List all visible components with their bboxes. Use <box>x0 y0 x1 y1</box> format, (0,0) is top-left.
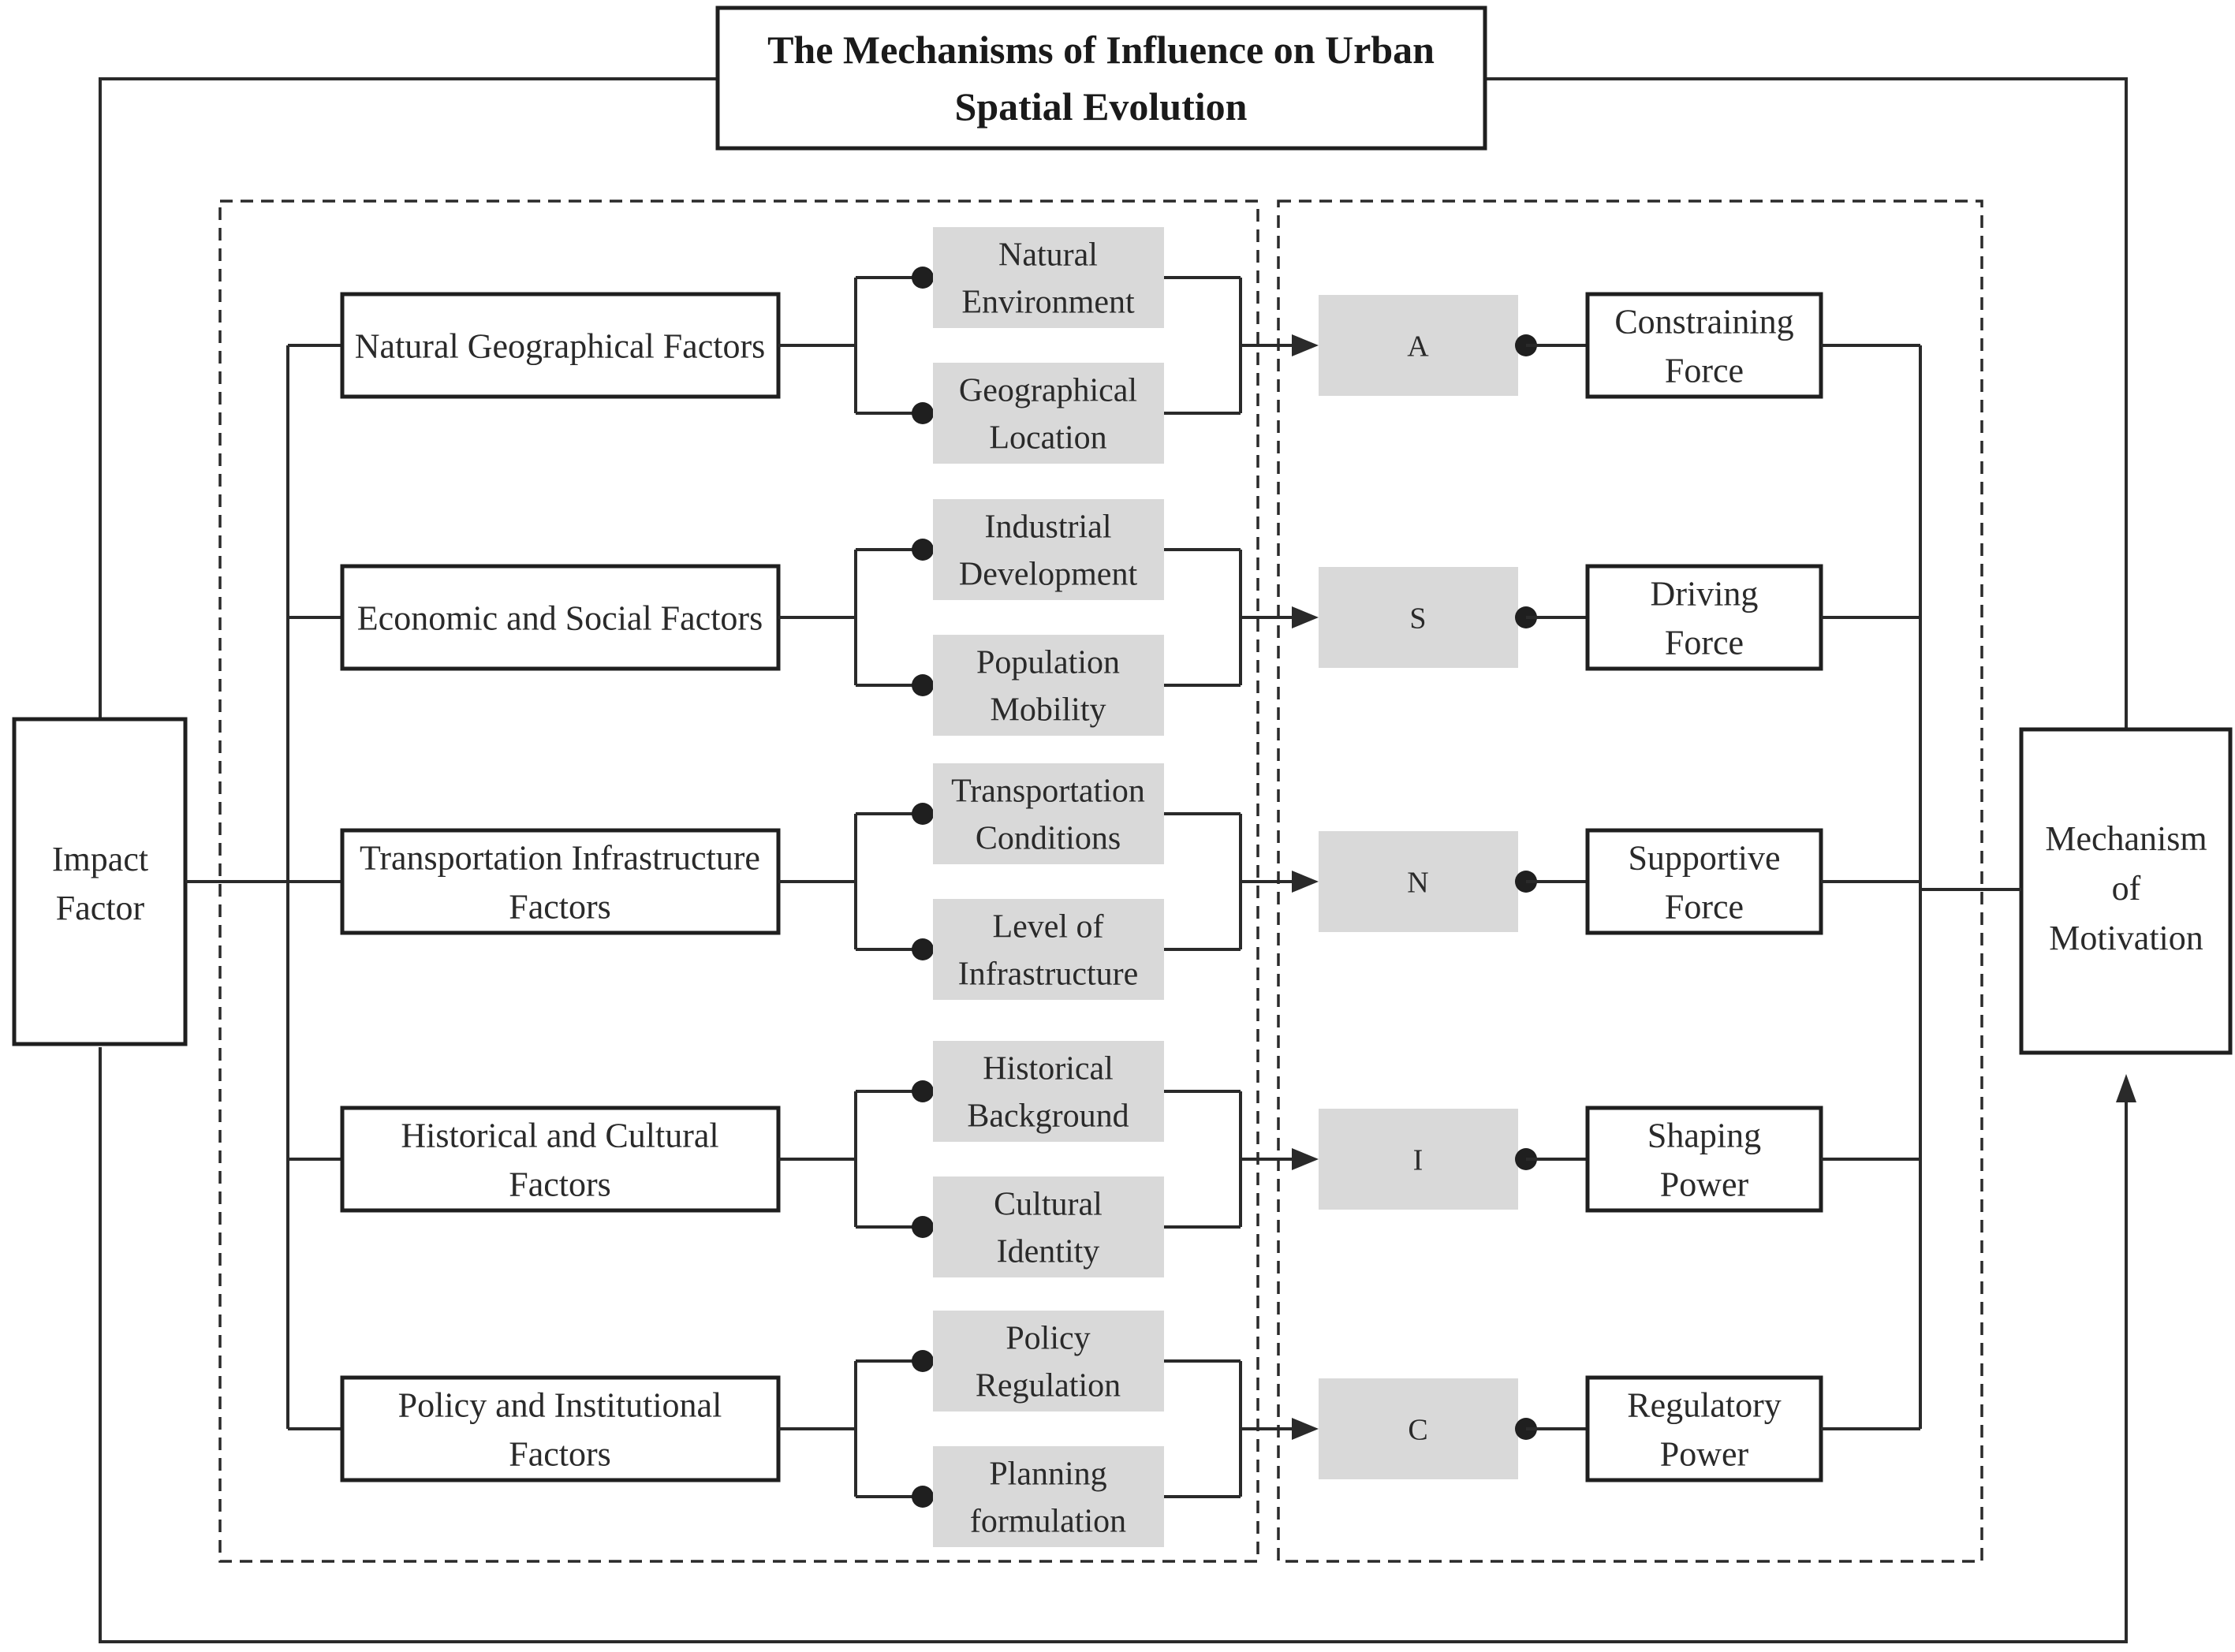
impact-factor-box <box>12 717 188 1046</box>
connector-dot-a <box>912 1350 934 1372</box>
force-label-line-2: Power <box>1660 1165 1749 1203</box>
sub-factor-b-label-line-2: Identity <box>997 1234 1100 1270</box>
factor-box <box>340 1375 781 1482</box>
property-arrowhead <box>1292 606 1319 628</box>
mechanism-of-motivation-box <box>2019 727 2233 1055</box>
sub-factor-a-label-line-2: Conditions <box>976 821 1121 857</box>
mechanism-label-3: Motivation <box>2049 919 2203 957</box>
factor-box <box>340 1106 781 1213</box>
connector-dot-a <box>912 539 934 561</box>
outer-loop-arrowhead <box>2116 1074 2136 1102</box>
sub-factor-box-b <box>933 635 1164 736</box>
impact-factor-label-2: Factor <box>56 889 145 927</box>
factor-box <box>340 828 781 935</box>
force-label-line-2: Force <box>1665 351 1744 390</box>
mechanism-label-1: Mechanism <box>2045 819 2207 858</box>
factor-label-line-1: Economic and Social Factors <box>357 599 763 637</box>
mechanism-label-2: of <box>2112 869 2141 908</box>
factor-label-line-1: Historical and Cultural <box>401 1116 718 1154</box>
sub-factor-a-label-line-2: Development <box>959 557 1138 593</box>
sub-factor-a-label-line-1: Industrial <box>985 509 1112 546</box>
property-box <box>1319 831 1518 932</box>
sub-factor-b-label-line-1: Population <box>976 645 1120 681</box>
property-arrowhead <box>1292 1418 1319 1440</box>
property-label-line-1: C <box>1408 1413 1427 1446</box>
sub-factor-box-a <box>933 1311 1164 1411</box>
sub-factor-box-b <box>933 899 1164 1000</box>
force-label-line-1: Shaping <box>1647 1116 1761 1154</box>
sub-factor-box-a <box>933 763 1164 864</box>
factor-label-line-2: Factors <box>509 1434 611 1473</box>
connector-dot-b <box>912 1216 934 1238</box>
connector-dot-a <box>912 803 934 825</box>
property-box <box>1319 567 1518 668</box>
force-box <box>1585 828 1823 935</box>
sub-factor-box-b <box>933 1446 1164 1547</box>
sub-factor-a-label-line-1: Historical <box>983 1051 1114 1087</box>
sub-factor-b-label-line-2: Infrastructure <box>958 957 1139 993</box>
property-arrowhead <box>1292 1148 1319 1170</box>
impact-factor-label-1: Impact <box>52 840 148 878</box>
sub-factor-box-b <box>933 1177 1164 1277</box>
force-box <box>1585 1375 1823 1482</box>
force-label-line-1: Supportive <box>1628 838 1780 877</box>
property-label-line-1: A <box>1407 330 1429 363</box>
connector-dot-a <box>912 1080 934 1102</box>
force-label-line-2: Force <box>1665 623 1744 662</box>
factor-label-line-1: Policy and Institutional <box>398 1385 722 1424</box>
force-label-line-2: Force <box>1665 887 1744 926</box>
sub-factor-a-label-line-1: Policy <box>1006 1321 1090 1357</box>
sub-factor-a-label-line-2: Background <box>967 1098 1129 1135</box>
sub-factor-a-label-line-1: Natural <box>998 237 1098 274</box>
sub-factor-box-a <box>933 227 1164 328</box>
sub-factor-b-label-line-2: Mobility <box>990 692 1106 729</box>
property-label-line-1: N <box>1407 866 1428 899</box>
factor-label-line-1: Natural Geographical Factors <box>355 326 765 365</box>
property-label-line-1: S <box>1409 602 1426 635</box>
property-box <box>1319 1378 1518 1479</box>
property-arrowhead <box>1292 871 1319 893</box>
sub-factor-box-a <box>933 499 1164 600</box>
force-box <box>1585 564 1823 671</box>
sub-factor-box-a <box>933 1041 1164 1142</box>
sub-factor-b-label-line-1: Level of <box>992 909 1103 945</box>
title-box <box>715 6 1487 151</box>
sub-factor-b-label-line-2: Location <box>989 420 1106 457</box>
sub-factor-a-label-line-2: Environment <box>961 285 1135 321</box>
sub-factor-a-label-line-1: Transportation <box>951 774 1145 810</box>
title-line-1: The Mechanisms of Influence on Urban <box>767 28 1435 72</box>
title-line-2: Spatial Evolution <box>955 84 1248 129</box>
force-label-line-2: Power <box>1660 1434 1749 1473</box>
sub-factor-a-label-line-2: Regulation <box>976 1368 1121 1404</box>
connector-dot-b <box>912 1486 934 1508</box>
sub-factor-b-label-line-1: Cultural <box>994 1187 1103 1223</box>
force-label-line-1: Regulatory <box>1627 1385 1782 1424</box>
property-label-line-1: I <box>1413 1143 1423 1177</box>
outer-loop-connector-top-right <box>1485 77 2128 729</box>
connector-dot-b <box>912 938 934 960</box>
factors-group-frame <box>218 200 1259 1563</box>
sub-factor-b-label-line-1: Geographical <box>959 373 1137 409</box>
force-label-line-1: Constraining <box>1614 302 1793 341</box>
sub-factor-b-label-line-1: Planning <box>989 1456 1106 1493</box>
connector-dot-a <box>912 267 934 289</box>
force-label-line-1: Driving <box>1651 574 1759 613</box>
property-box <box>1319 1109 1518 1210</box>
connector-dot-b <box>912 674 934 696</box>
factor-label-line-2: Factors <box>509 887 611 926</box>
force-box <box>1585 1106 1823 1213</box>
outer-loop-connector-bottom <box>99 1047 2128 1643</box>
sub-factor-b-label-line-2: formulation <box>970 1504 1126 1540</box>
factor-label-line-2: Factors <box>509 1165 611 1203</box>
property-box <box>1319 295 1518 396</box>
property-arrowhead <box>1292 334 1319 356</box>
sub-factor-box-b <box>933 363 1164 464</box>
outer-loop-connector-top <box>99 77 718 718</box>
factor-label-line-1: Transportation Infrastructure <box>360 838 760 877</box>
factor-rows: Natural Geographical Factors NaturalEnvir… <box>288 227 1920 1547</box>
connector-dot-b <box>912 402 934 424</box>
